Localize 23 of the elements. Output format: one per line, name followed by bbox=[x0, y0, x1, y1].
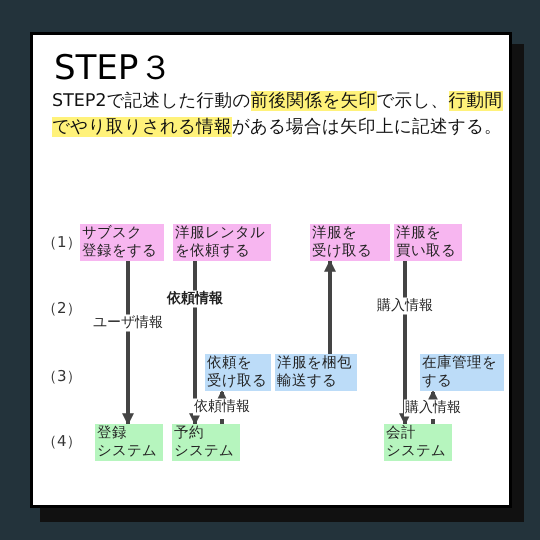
row-number: （1） bbox=[42, 233, 82, 251]
step-box: 登録システム bbox=[95, 424, 163, 461]
row-number: （3） bbox=[42, 367, 82, 385]
edge-label: 購入情報 bbox=[376, 298, 434, 314]
step-box: 会計システム bbox=[384, 424, 452, 461]
step-box: 洋服を梱包輸送する bbox=[275, 354, 357, 391]
row-number: （2） bbox=[42, 299, 82, 317]
edge-label: 購入情報 bbox=[404, 400, 462, 416]
edge-label: 依頼情報 bbox=[166, 290, 224, 308]
arrow bbox=[399, 261, 411, 426]
step-box: 洋服レンタルを依頼する bbox=[173, 224, 271, 261]
step-box: 洋服を買い取る bbox=[394, 224, 462, 261]
edge-label: ユーザ情報 bbox=[92, 314, 164, 332]
edge-label: 依頼情報 bbox=[193, 398, 251, 416]
arrow bbox=[122, 261, 134, 426]
step-box: 依頼を受け取る bbox=[205, 354, 271, 391]
arrow bbox=[324, 260, 336, 354]
step-box: 洋服を受け取る bbox=[310, 224, 390, 261]
step-box: サブスク登録をする bbox=[80, 224, 164, 261]
step-box: 予約システム bbox=[172, 424, 240, 461]
step-box: 在庫管理をする bbox=[420, 354, 504, 391]
step-title: STEP３ bbox=[54, 48, 172, 88]
row-number: （4） bbox=[42, 432, 82, 450]
